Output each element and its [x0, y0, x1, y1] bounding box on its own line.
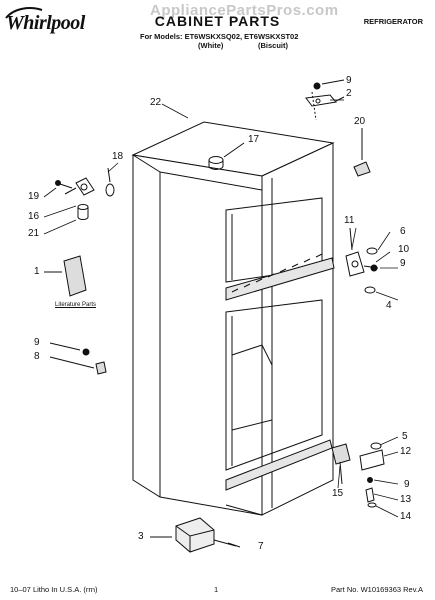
variant-white: (White)	[198, 41, 224, 50]
callout-21: 21	[28, 228, 40, 239]
footer-part-number: Part No. W10169363 Rev.A	[331, 585, 423, 594]
callout-5: 5	[402, 431, 408, 442]
footer-litho: 10–07 Litho In U.S.A. (rrn)	[10, 585, 98, 594]
brand-logo: Whirlpool	[6, 12, 85, 34]
category-label: REFRIGERATOR	[363, 17, 423, 26]
callout-15: 15	[332, 488, 344, 499]
callout-9-top: 9	[346, 75, 352, 86]
part-12-lower-hinge	[331, 442, 385, 508]
callout-4: 4	[386, 300, 392, 311]
part-1-literature	[44, 255, 87, 297]
page-title: CABINET PARTS	[154, 13, 281, 29]
variant-biscuit: (Biscuit)	[258, 41, 288, 50]
whirlpool-swoosh-icon	[5, 7, 43, 19]
parts-left-hardware	[55, 167, 115, 220]
part-17-plug	[208, 142, 245, 170]
callout-17: 17	[248, 134, 260, 145]
literature-parts-label: Literature Parts	[55, 302, 97, 308]
callout-9-left: 9	[34, 337, 40, 348]
callout-13: 13	[400, 494, 412, 505]
callout-2: 2	[346, 88, 352, 99]
part-20-hinge-cap	[353, 128, 371, 177]
part-10-center-hinge	[345, 227, 379, 294]
callout-14: 14	[400, 511, 412, 522]
callout-8: 8	[34, 351, 40, 362]
callout-19: 19	[28, 191, 40, 202]
callout-6: 6	[400, 226, 406, 237]
callout-leaders	[43, 99, 399, 518]
callout-1: 1	[34, 266, 40, 277]
part-8-leveler	[49, 342, 107, 375]
callout-16: 16	[28, 211, 40, 222]
callout-9-mid: 9	[400, 258, 406, 269]
cabinet-body	[131, 121, 335, 516]
callout-9-low: 9	[404, 479, 410, 490]
footer-page-number: 1	[214, 585, 219, 594]
callout-10: 10	[398, 244, 410, 255]
callout-22: 22	[150, 97, 162, 108]
callout-11: 11	[344, 215, 355, 226]
models-line: For Models: ET6WSKXSQ02, ET6WSKXST02	[140, 32, 299, 41]
callout-7: 7	[258, 541, 264, 552]
callout-18: 18	[112, 151, 124, 162]
part-3-roller-assembly	[150, 517, 241, 553]
callout-3: 3	[138, 531, 144, 542]
callout-12: 12	[400, 446, 412, 457]
callout-20: 20	[354, 116, 366, 127]
watermark: AppliancePartsPros.com	[150, 2, 339, 19]
